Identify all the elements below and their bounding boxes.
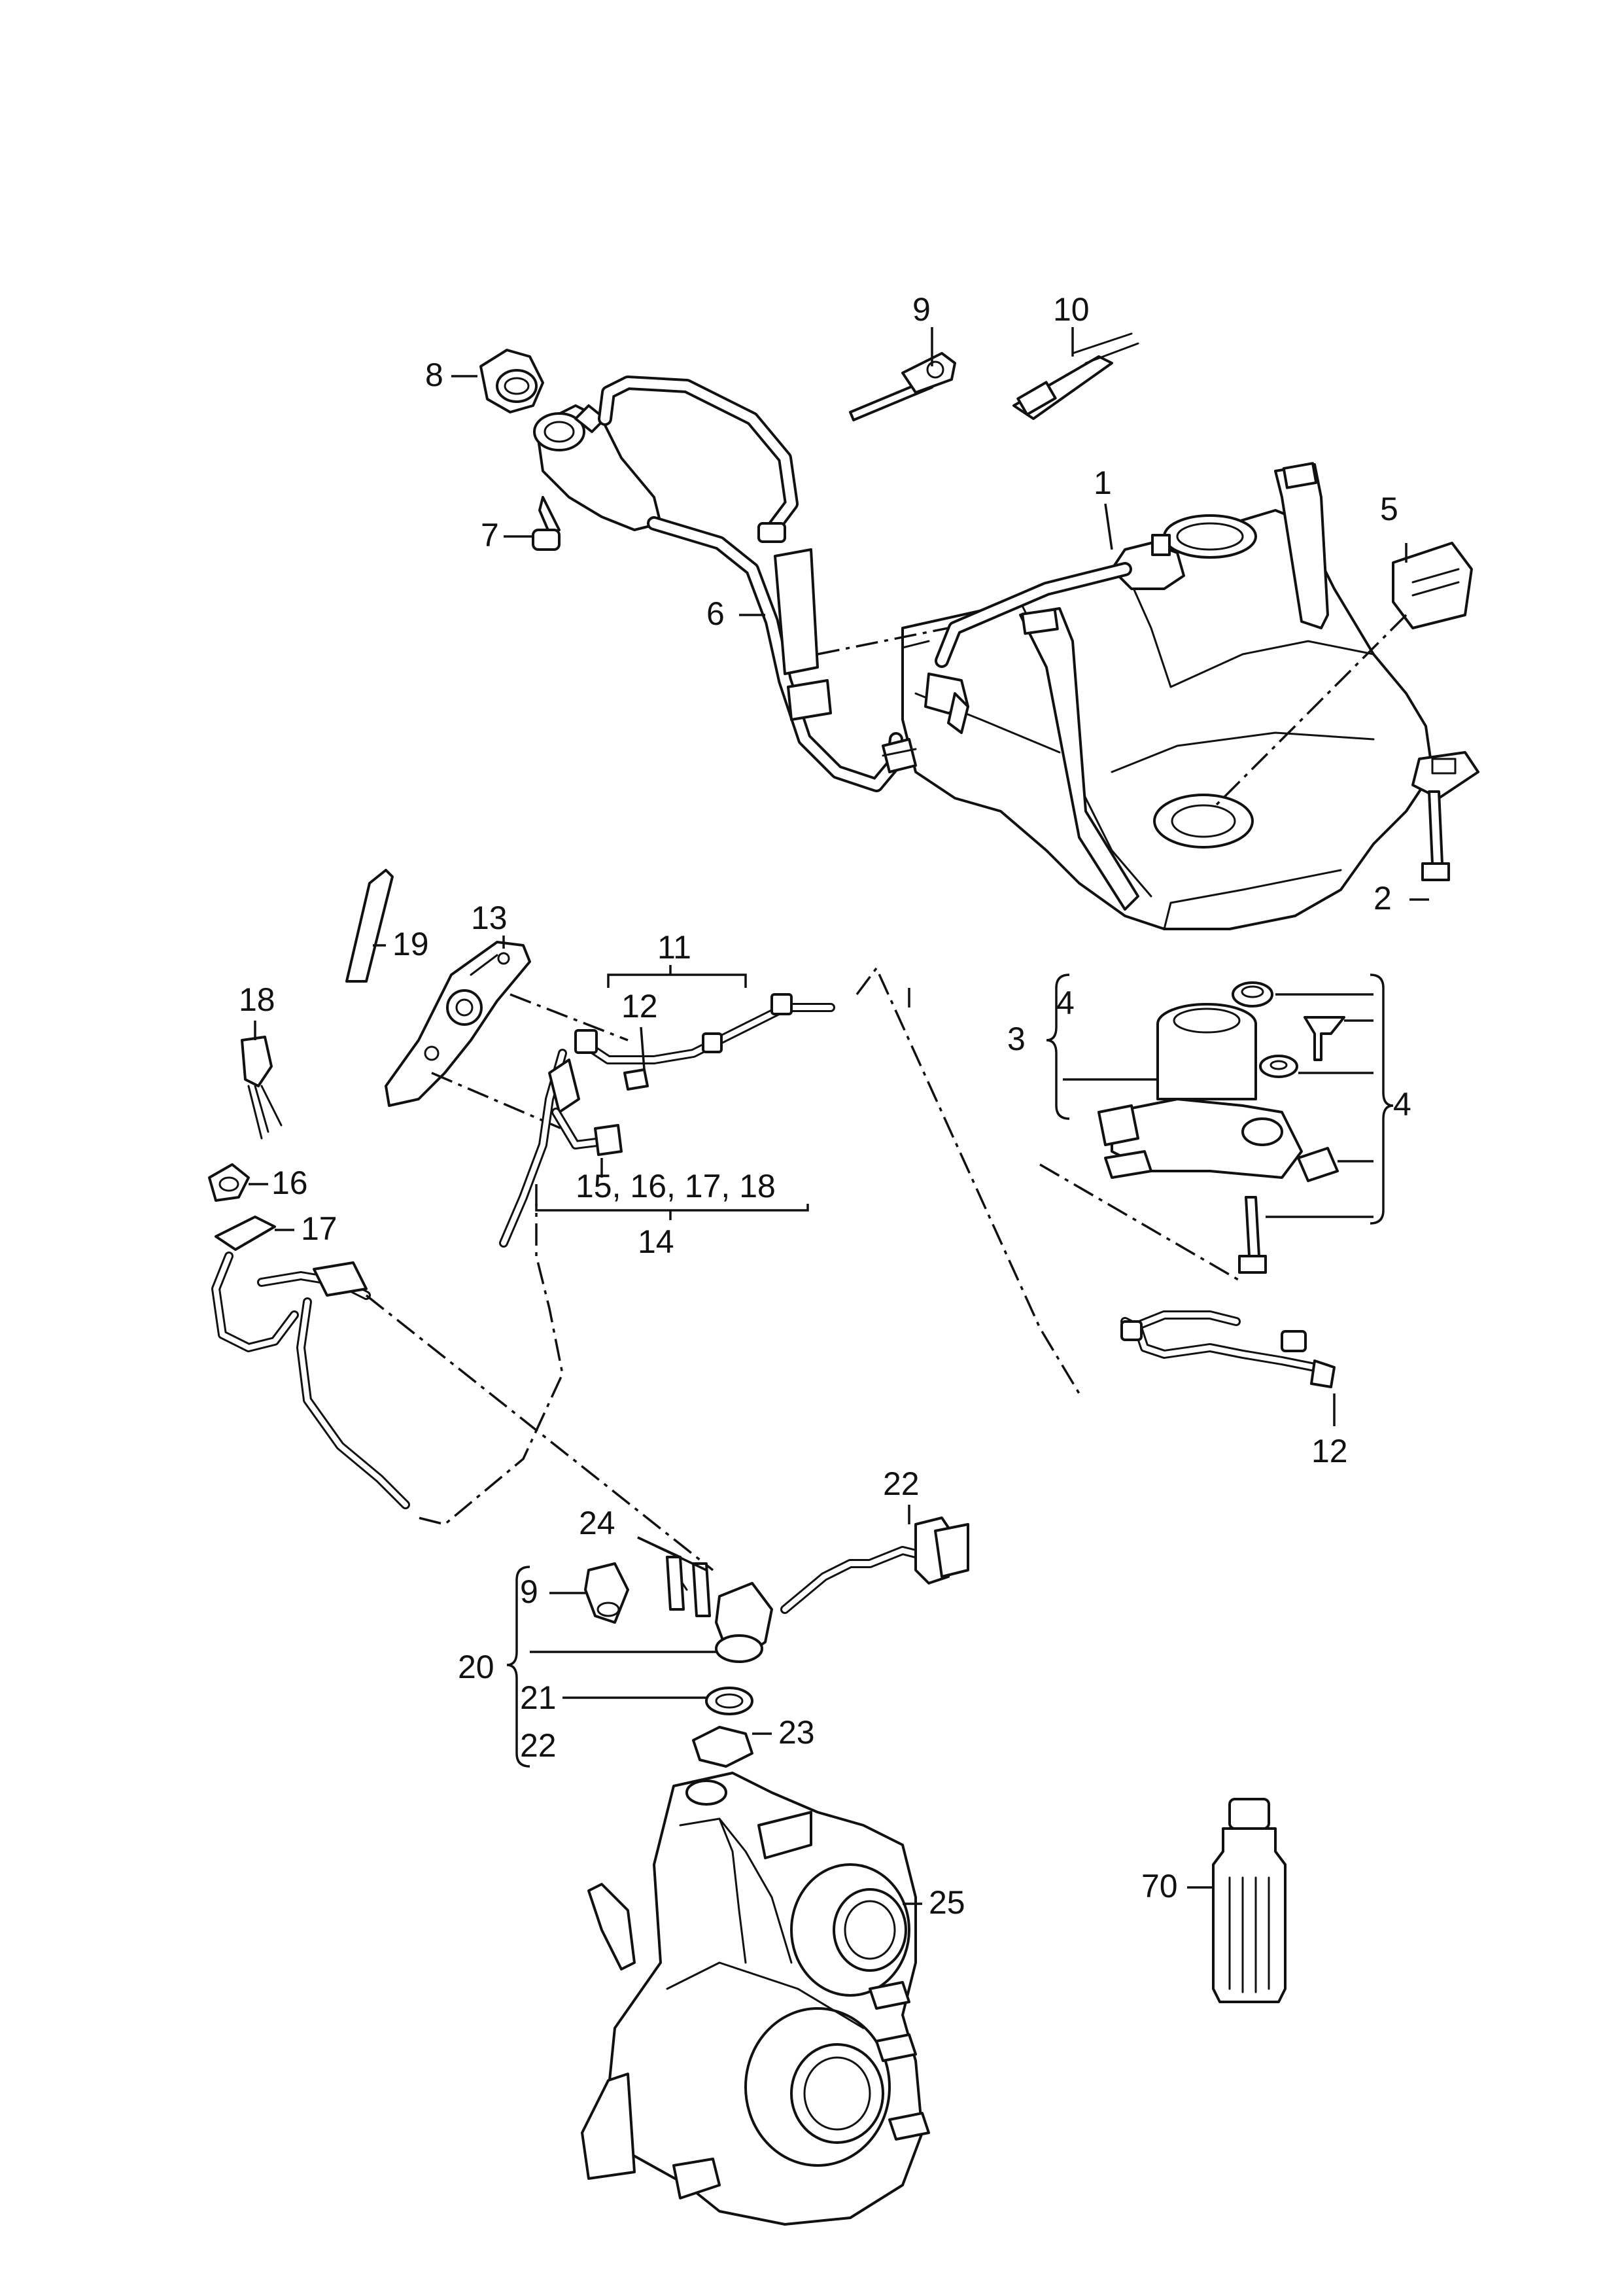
label-4-left: 4 bbox=[1056, 985, 1075, 1021]
top-small-parts bbox=[849, 332, 1473, 881]
label-9-top: 9 bbox=[912, 291, 931, 328]
label-7: 7 bbox=[481, 517, 499, 553]
label-11: 11 bbox=[657, 929, 691, 966]
label-2: 2 bbox=[1373, 880, 1392, 917]
callout-labels: 1 2 3 4 4 5 6 7 8 9 10 11 12 12 13 14 15… bbox=[239, 291, 1411, 1921]
label-25: 25 bbox=[929, 1884, 965, 1921]
label-16: 16 bbox=[271, 1165, 308, 1201]
label-6: 6 bbox=[706, 595, 725, 632]
label-18: 18 bbox=[239, 981, 275, 1018]
harness-assembly bbox=[208, 869, 1243, 1571]
label-13: 13 bbox=[471, 900, 508, 936]
filler-assembly bbox=[479, 349, 969, 792]
injector-assembly bbox=[584, 1516, 969, 1768]
label-5: 5 bbox=[1380, 491, 1398, 527]
label-12-left: 12 bbox=[621, 988, 658, 1025]
pump-unit bbox=[1097, 981, 1345, 1388]
label-70: 70 bbox=[1141, 1868, 1178, 1904]
label-15-18: 15, 16, 17, 18 bbox=[576, 1168, 776, 1204]
leader-lines bbox=[249, 327, 1429, 1905]
label-20: 20 bbox=[458, 1649, 494, 1685]
label-9-lower: 9 bbox=[520, 1573, 538, 1610]
label-8: 8 bbox=[425, 357, 443, 393]
label-3: 3 bbox=[1007, 1021, 1026, 1057]
additive-bottle bbox=[1212, 1798, 1287, 2003]
label-22-bottom: 22 bbox=[520, 1727, 557, 1764]
label-1: 1 bbox=[1094, 464, 1112, 501]
label-10: 10 bbox=[1053, 291, 1090, 328]
label-19: 19 bbox=[392, 926, 429, 962]
label-14: 14 bbox=[638, 1223, 674, 1260]
label-12-right: 12 bbox=[1311, 1433, 1348, 1469]
label-24: 24 bbox=[579, 1505, 615, 1541]
label-22-top: 22 bbox=[883, 1465, 920, 1502]
tank bbox=[901, 462, 1479, 930]
label-17: 17 bbox=[301, 1210, 337, 1247]
label-23: 23 bbox=[778, 1714, 815, 1751]
catalyst bbox=[581, 1772, 930, 2226]
label-4-right: 4 bbox=[1393, 1086, 1411, 1123]
label-21: 21 bbox=[520, 1679, 557, 1716]
